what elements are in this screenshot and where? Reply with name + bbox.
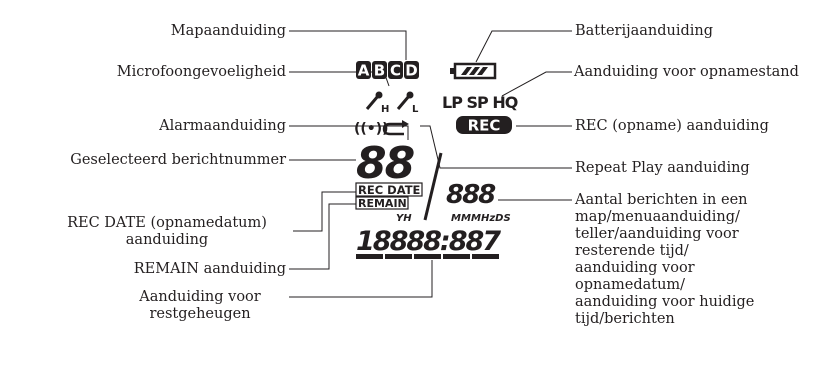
leader-rec-date: [293, 191, 356, 232]
leader-memory: [289, 260, 433, 298]
message-count-digits: 888: [446, 180, 496, 210]
folder-b-box: [372, 61, 387, 79]
rec-date-indicator: REC DATE: [355, 182, 423, 197]
label-mic-sensitivity: Microfoongevoeligheid: [116, 64, 286, 80]
mhzds-label: MHzDS: [471, 213, 511, 224]
folder-d-box: [404, 61, 419, 79]
leader-folder: [289, 30, 407, 60]
alarm-icon: ((•)): [354, 121, 389, 137]
rec-date-text: REC DATE: [358, 183, 421, 197]
count-line: map/menuaanduiding/: [575, 209, 740, 225]
folder-d: D: [405, 62, 417, 80]
label-rec-date: REC DATE (opnamedatum) aanduiding: [42, 215, 292, 249]
label-alarm: Alarmaanduiding: [159, 118, 286, 134]
counter-digits: 18888:887: [356, 226, 501, 257]
remaining-memory-bar: [356, 254, 499, 259]
selected-message-digits: 88: [356, 138, 414, 189]
folder-c-box: [388, 61, 403, 79]
count-line: aanduiding voor huidige: [575, 294, 755, 310]
mic-low-icon: L: [396, 91, 419, 115]
label-rec-mode: Aanduiding voor opnamestand: [574, 64, 799, 80]
rec-indicator: REC: [456, 116, 512, 135]
remain-text: REMAIN: [358, 197, 407, 210]
label-memory-line2: restgeheugen: [149, 306, 251, 322]
label-remaining-memory: Aanduiding voor restgeheugen: [110, 289, 290, 323]
yh-label: YH: [396, 213, 412, 224]
remain-indicator: REMAIN: [355, 196, 409, 210]
leader-remain: [289, 203, 356, 270]
leader-alarm: [289, 125, 409, 140]
mic-h-label: H: [381, 104, 389, 115]
label-count-display: Aantal berichten in een map/menuaanduidi…: [575, 192, 754, 328]
folder-a-box: [356, 61, 371, 79]
label-remain: REMAIN aanduiding: [133, 261, 286, 277]
count-line: Aantal berichten in een: [575, 192, 748, 208]
count-line: tijd/berichten: [575, 311, 675, 327]
label-rec-date-line1: REC DATE (opnamedatum): [67, 215, 267, 231]
leader-repeat: [420, 125, 572, 169]
count-line: resterende tijd/: [575, 243, 689, 259]
mic-high-icon: H: [365, 91, 389, 115]
label-repeat-play: Repeat Play aanduiding: [575, 160, 750, 176]
folder-indicators: A B C D: [356, 61, 419, 80]
label-rec: REC (opname) aanduiding: [575, 118, 769, 134]
count-line: opnamedatum/: [575, 277, 686, 293]
label-battery: Batterijaanduiding: [575, 23, 714, 39]
leader-rec-mode: [501, 71, 572, 97]
folder-b: B: [374, 62, 385, 80]
mic-l-label: L: [412, 104, 419, 115]
rec-mode-indicators: LP SP HQ: [442, 93, 518, 112]
label-folder: Mapaanduiding: [170, 23, 286, 39]
leader-battery: [475, 30, 572, 63]
label-rec-date-line2: aanduiding: [125, 232, 209, 248]
repeat-icon: [382, 120, 409, 136]
folder-a: A: [358, 62, 370, 80]
repeat-slash: [423, 152, 443, 221]
count-line: teller/aanduiding voor: [575, 226, 739, 242]
count-line: aanduiding voor: [575, 260, 695, 276]
label-selected-message: Geselecteerd berichtnummer: [70, 152, 286, 168]
rec-text: REC: [468, 117, 501, 135]
folder-c: C: [390, 62, 401, 80]
mm-label: MM: [451, 213, 471, 224]
battery-icon: [450, 62, 497, 80]
label-memory-line1: Aanduiding voor: [139, 289, 261, 305]
